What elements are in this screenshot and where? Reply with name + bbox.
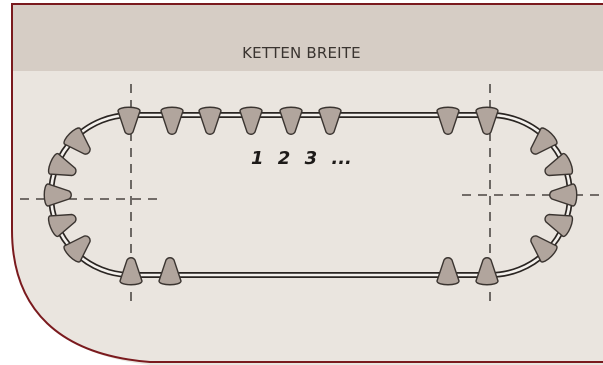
chain-link: [160, 106, 184, 135]
chain-link: [63, 235, 91, 263]
chain-link: [530, 127, 558, 155]
chain-link: [318, 106, 342, 135]
chain-link: [117, 106, 141, 135]
chain-link: [436, 106, 460, 135]
chain-link: [47, 213, 77, 237]
chain-link: [119, 257, 143, 286]
chain-link: [198, 106, 222, 135]
chain-link: [436, 257, 460, 286]
header-band: [12, 4, 603, 71]
chain-links: [43, 106, 578, 286]
chain-link: [63, 127, 91, 155]
chain-link: [47, 153, 77, 177]
chain-link: [544, 213, 574, 237]
chain-link: [239, 106, 263, 135]
chain-link: [475, 257, 499, 286]
diagram-title: KETTEN BREITE: [242, 44, 361, 62]
link-count-label: 1 2 3 ...: [251, 148, 352, 169]
chain-link: [43, 183, 72, 207]
frame-line: [11, 3, 603, 363]
chain-link: [279, 106, 303, 135]
chain-link: [549, 183, 578, 207]
chain-link: [158, 257, 182, 286]
chain-link: [530, 235, 558, 263]
chain-link: [475, 106, 499, 135]
chain-link: [544, 153, 574, 177]
